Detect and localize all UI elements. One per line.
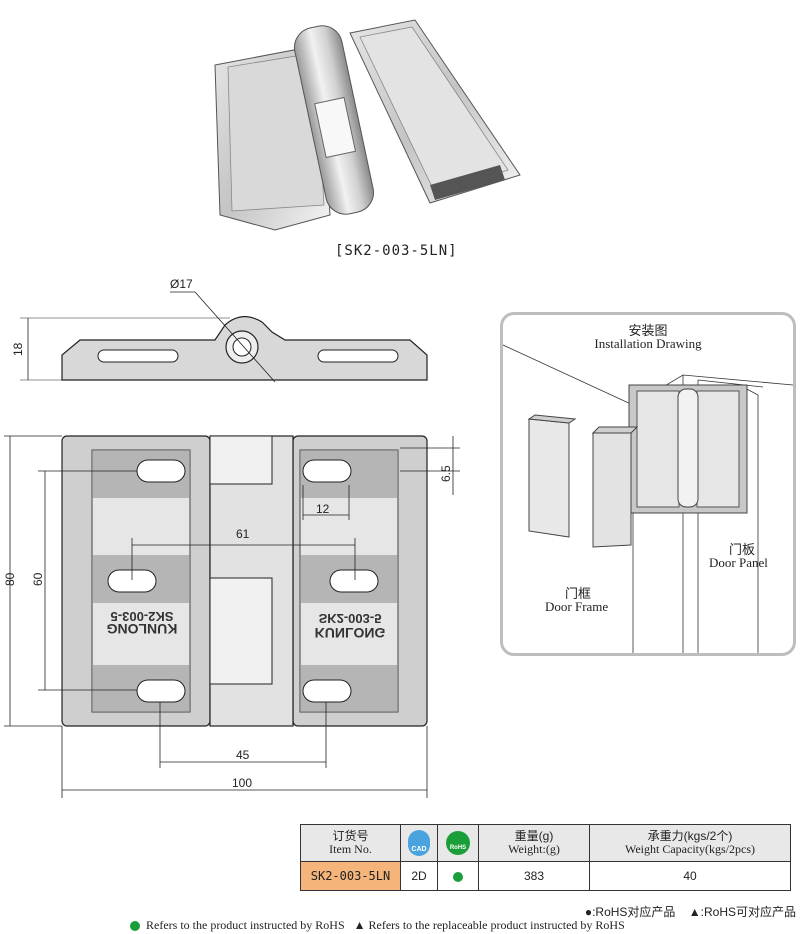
note-rohs-cn: ●:RoHS对应产品: [584, 905, 676, 919]
side-view: [20, 291, 428, 383]
header-weight-cn: 重量(g): [514, 829, 554, 843]
installation-title-en: Installation Drawing: [594, 336, 702, 351]
hinge-photo: [214, 19, 521, 231]
dim-thickness: 18: [11, 342, 25, 356]
capacity-cell: 40: [589, 861, 791, 891]
dim-slot-center-spacing: 45: [236, 748, 250, 762]
header-capacity-en: Weight Capacity(kgs/2pcs): [624, 842, 755, 856]
dim-slot-length: 12: [316, 502, 330, 516]
spec-table-header: 订货号 Item No. CAD RoHS 重量(g) Weight:(g) 承…: [300, 824, 791, 862]
weight-cell: 383: [478, 861, 590, 891]
dim-width-total: 100: [232, 776, 252, 790]
embossed-brand-left: KUNLONG: [107, 621, 178, 637]
embossed-model-right: SK2-003-5: [319, 611, 382, 626]
rohs-dot-legend-icon: [130, 921, 140, 932]
cad-cell: 2D: [400, 861, 438, 891]
header-weight-en: Weight:(g): [508, 842, 560, 856]
header-item-en: Item No.: [329, 842, 372, 856]
installation-title-cn: 安装图: [628, 323, 668, 338]
installation-drawing-panel: 安装图 Installation Drawing 门板 Door Panel 门…: [500, 312, 796, 656]
note-rohs-replaceable-cn: ▲:RoHS可对应产品: [688, 905, 796, 919]
embossed-model-left: SK2-003-5: [111, 609, 174, 624]
embossed-brand-right: KUNLONG: [315, 625, 386, 641]
installation-illustration: [503, 344, 793, 653]
door-panel-label-cn: 门板: [729, 542, 756, 557]
note-rohs-replaceable-en: ▲ Refers to the replaceable product inst…: [353, 918, 625, 932]
spec-table-row: SK2-003-5LN 2D 383 40: [300, 861, 791, 891]
door-panel-label-en: Door Panel: [709, 555, 768, 570]
rohs-cell: [437, 861, 479, 891]
door-frame-label-en: Door Frame: [545, 599, 609, 614]
cad-icon: CAD: [408, 830, 430, 856]
dim-hole-pitch-vertical: 60: [31, 572, 45, 586]
spec-table: 订货号 Item No. CAD RoHS 重量(g) Weight:(g) 承…: [300, 824, 791, 891]
header-capacity-cn: 承重力(kgs/2个): [647, 829, 733, 843]
front-view: [61, 435, 428, 727]
door-frame-label-cn: 门框: [565, 586, 592, 601]
rohs-icon: RoHS: [446, 831, 470, 855]
technical-drawing: Ø17 18 KUNLONG SK2-003-5 KUNLONG SK2-003…: [3, 277, 460, 798]
header-item-cn: 订货号: [332, 829, 369, 843]
notes-en: Refers to the product instructed by RoHS…: [130, 918, 625, 933]
dim-slot-offset: 6.5: [439, 465, 453, 482]
rohs-dot-icon: [453, 871, 463, 882]
dim-height-total: 80: [3, 572, 17, 586]
notes-cn: ●:RoHS对应产品 ▲:RoHS可对应产品: [585, 903, 796, 920]
note-rohs-en: Refers to the product instructed by RoHS: [146, 918, 345, 932]
dim-pin-diameter: Ø17: [170, 277, 193, 291]
item-number-cell: SK2-003-5LN: [300, 861, 401, 891]
product-code-label: [SK2-003-5LN]: [335, 243, 458, 259]
dim-hole-pitch-horizontal: 61: [236, 527, 250, 541]
